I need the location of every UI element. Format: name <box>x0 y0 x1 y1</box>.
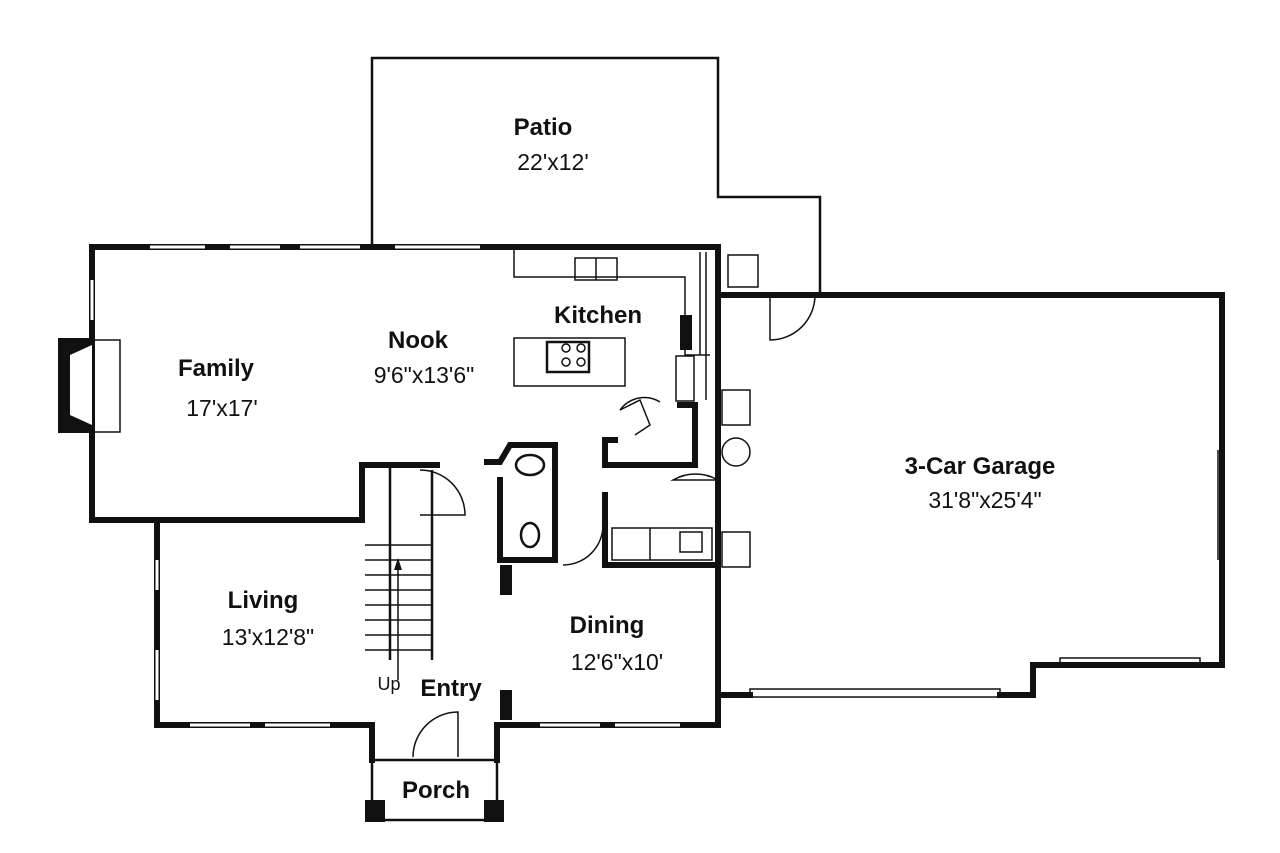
family-label: Family <box>178 355 255 382</box>
kitchen-island <box>513 337 626 387</box>
garage-size: 31'8"x25'4" <box>928 487 1041 513</box>
stair-treads <box>365 544 432 680</box>
porch-label: Porch <box>402 777 470 804</box>
garage-walls <box>715 292 1225 698</box>
patio-size: 22'x12' <box>517 149 588 175</box>
patio-outline <box>370 56 822 295</box>
living-size: 13'x12'8" <box>222 624 314 650</box>
living-label: Living <box>228 587 299 614</box>
nook-label: Nook <box>388 327 449 354</box>
family-size: 17'x17' <box>186 395 257 421</box>
garage-label: 3-Car Garage <box>905 453 1056 480</box>
nook-size: 9'6"x13'6" <box>374 362 475 388</box>
garage-door-right <box>1059 657 1201 667</box>
kitchen-counters <box>513 247 759 402</box>
house-walls <box>89 244 721 763</box>
garage-door-left <box>749 688 1001 698</box>
interior-walls <box>359 396 721 758</box>
entry-label: Entry <box>420 675 482 702</box>
cooktop <box>545 340 591 374</box>
stair-up-label: Up <box>377 674 400 694</box>
porch-outline <box>365 758 504 822</box>
dining-label: Dining <box>570 612 645 639</box>
fireplace <box>58 338 121 433</box>
patio-label: Patio <box>514 114 573 141</box>
kitchen-label: Kitchen <box>554 302 642 329</box>
dining-size: 12'6"x10' <box>571 649 663 675</box>
